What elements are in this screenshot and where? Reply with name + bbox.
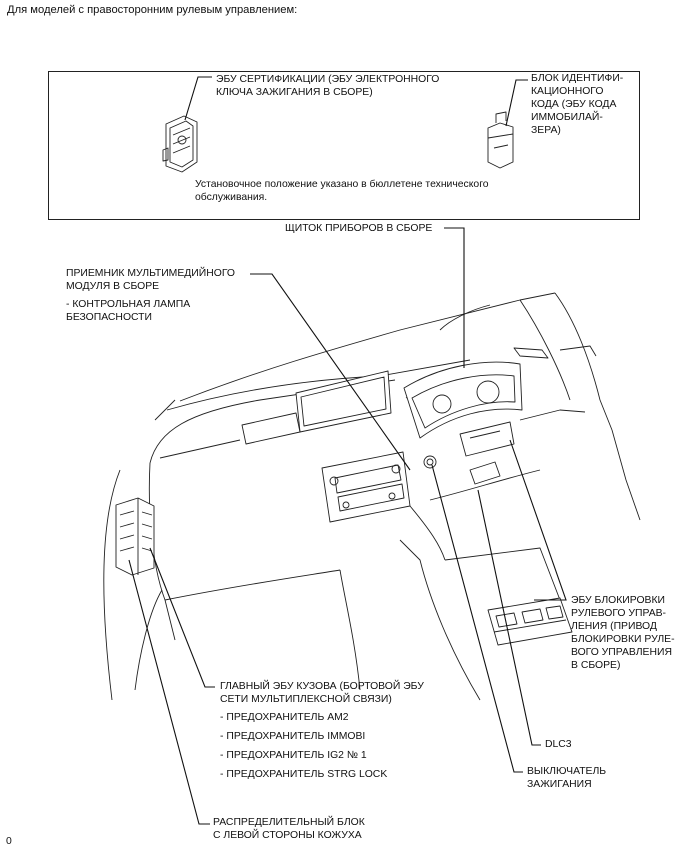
- id-code-box-label-line5: ЗЕРА): [531, 125, 561, 136]
- certification-ecu-drawing: [162, 115, 198, 173]
- fuse-immobi-label: - ПРЕДОХРАНИТЕЛЬ IMMOBI: [220, 731, 366, 742]
- junction-block-label-line2: С ЛЕВОЙ СТОРОНЫ КОЖУХА: [213, 830, 362, 841]
- ignition-switch-label-line1: ВЫКЛЮЧАТЕЛЬ: [527, 766, 607, 777]
- steering-lock-ecu-label-line5: ВОГО УПРАВЛЕНИЯ: [571, 647, 672, 658]
- page-heading: Для моделей с правосторонним рулевым упр…: [7, 4, 298, 16]
- corner-mark: 0: [6, 836, 12, 847]
- dashboard-outline: [103, 292, 641, 701]
- multimedia-receiver-label-line1: ПРИЕМНИК МУЛЬТИМЕДИЙНОГО: [66, 268, 235, 279]
- steering-lock-ecu-label-line6: В СБОРЕ): [571, 660, 621, 671]
- installation-note-line2: обслуживания.: [195, 192, 268, 203]
- certification-ecu-label-line2: КЛЮЧА ЗАЖИГАНИЯ В СБОРЕ): [216, 87, 373, 98]
- id-code-box-label-line4: ИММОБИЛАЙ-: [531, 112, 603, 123]
- leader-lines: [128, 76, 567, 825]
- fuse-ig2-label: - ПРЕДОХРАНИТЕЛЬ IG2 № 1: [220, 750, 367, 761]
- combination-meter-label: ЩИТОК ПРИБОРОВ В СБОРЕ: [285, 223, 433, 234]
- id-code-box-drawing: [487, 111, 514, 169]
- steering-lock-ecu-label-line3: ЛЕНИЯ (ПРИВОД: [571, 621, 657, 632]
- security-indicator-label-line1: - КОНТРОЛЬНАЯ ЛАМПА: [66, 299, 191, 310]
- multimedia-receiver-label-line2: МОДУЛЯ В СБОРЕ: [66, 281, 160, 292]
- fuse-strg-lock-label: - ПРЕДОХРАНИТЕЛЬ STRG LOCK: [220, 769, 388, 780]
- id-code-box-label-line3: КОДА (ЭБУ КОДА: [531, 99, 617, 110]
- steering-lock-ecu-label-line4: БЛОКИРОВКИ РУЛЕ-: [571, 634, 675, 645]
- id-code-box-label-line1: БЛОК ИДЕНТИФИ-: [531, 73, 624, 84]
- installation-note-line1: Установочное положение указано в бюллете…: [195, 179, 489, 190]
- id-code-box-label-line2: КАЦИОННОГО: [531, 86, 604, 97]
- certification-ecu-label-line1: ЭБУ СЕРТИФИКАЦИИ (ЭБУ ЭЛЕКТРОННОГО: [216, 74, 440, 85]
- main-body-ecu-label-line1: ГЛАВНЫЙ ЭБУ КУЗОВА (БОРТОВОЙ ЭБУ: [220, 681, 424, 692]
- main-body-ecu-label-line2: СЕТИ МУЛЬТИПЛЕКСНОЙ СВЯЗИ): [220, 694, 392, 705]
- steering-lock-ecu-label-line1: ЭБУ БЛОКИРОВКИ: [571, 595, 666, 606]
- fuse-am2-label: - ПРЕДОХРАНИТЕЛЬ AM2: [220, 712, 349, 723]
- component-location-box: [48, 71, 640, 220]
- ignition-switch-label-line2: ЗАЖИГАНИЯ: [527, 779, 592, 790]
- dlc3-label: DLC3: [545, 739, 572, 750]
- steering-lock-ecu-label-line2: РУЛЕВОГО УПРАВ-: [571, 608, 667, 619]
- security-indicator-label-line2: БЕЗОПАСНОСТИ: [66, 312, 152, 323]
- junction-block-label-line1: РАСПРЕДЕЛИТЕЛЬНЫЙ БЛОК: [213, 817, 365, 828]
